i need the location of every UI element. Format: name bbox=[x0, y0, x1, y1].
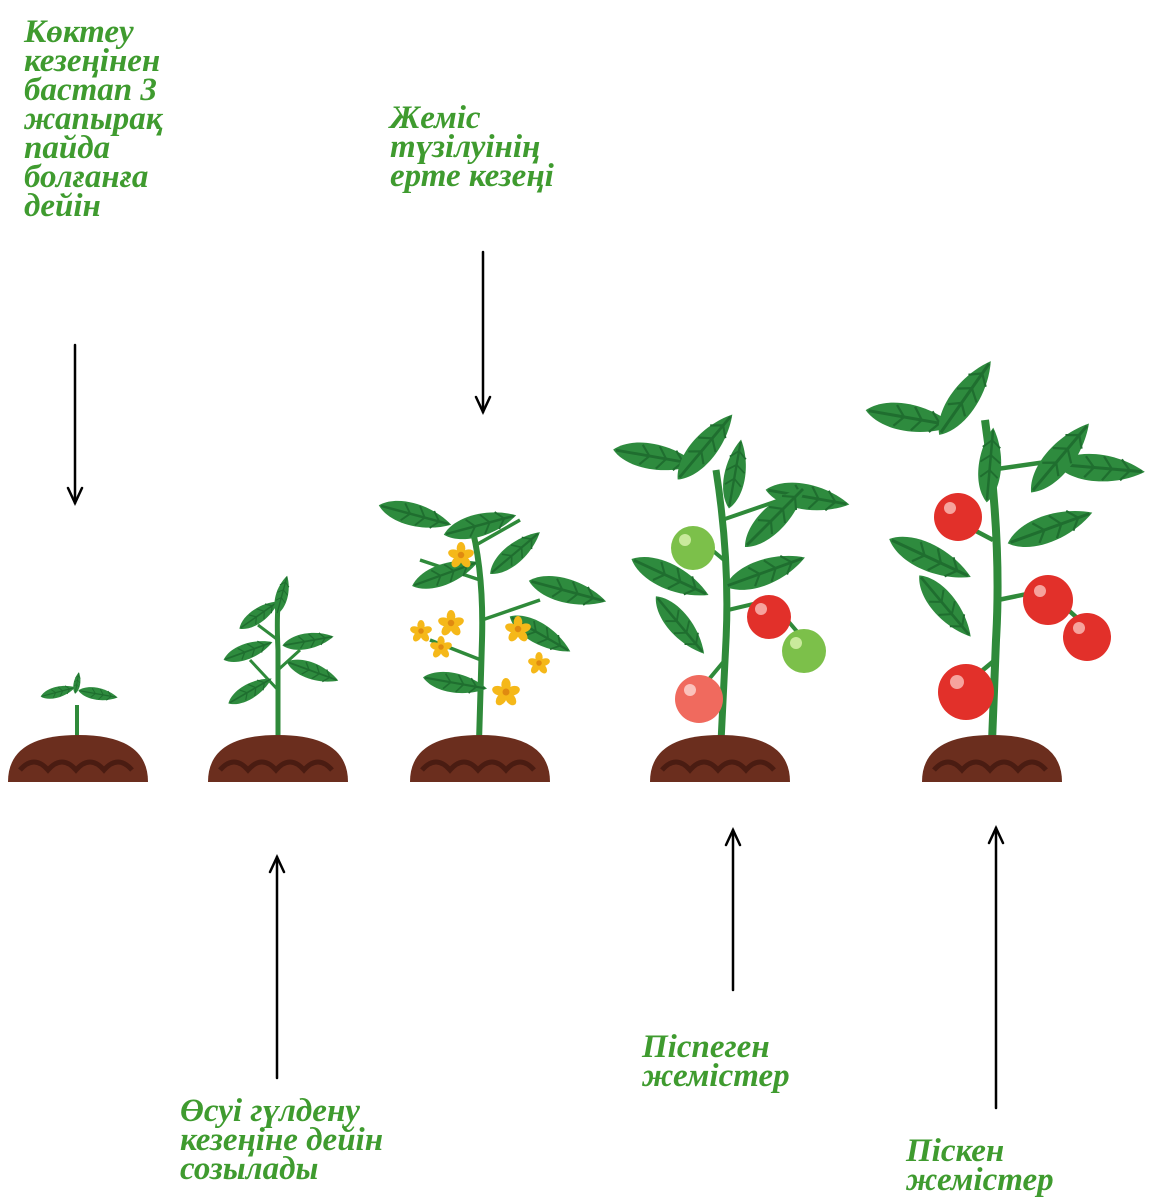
seedling-icon bbox=[8, 672, 148, 782]
young-plant-icon bbox=[208, 574, 348, 782]
ripe-tomato-plant-icon bbox=[863, 353, 1146, 782]
flowering-plant-icon bbox=[376, 494, 609, 782]
arrow-stage4 bbox=[726, 830, 740, 990]
arrow-stage5 bbox=[989, 828, 1003, 1108]
arrow-stage2 bbox=[270, 857, 284, 1078]
unripe-tomato-plant-icon bbox=[611, 406, 852, 782]
arrows bbox=[68, 252, 1003, 1108]
arrow-stage3 bbox=[476, 252, 490, 412]
arrow-stage1 bbox=[68, 345, 82, 503]
